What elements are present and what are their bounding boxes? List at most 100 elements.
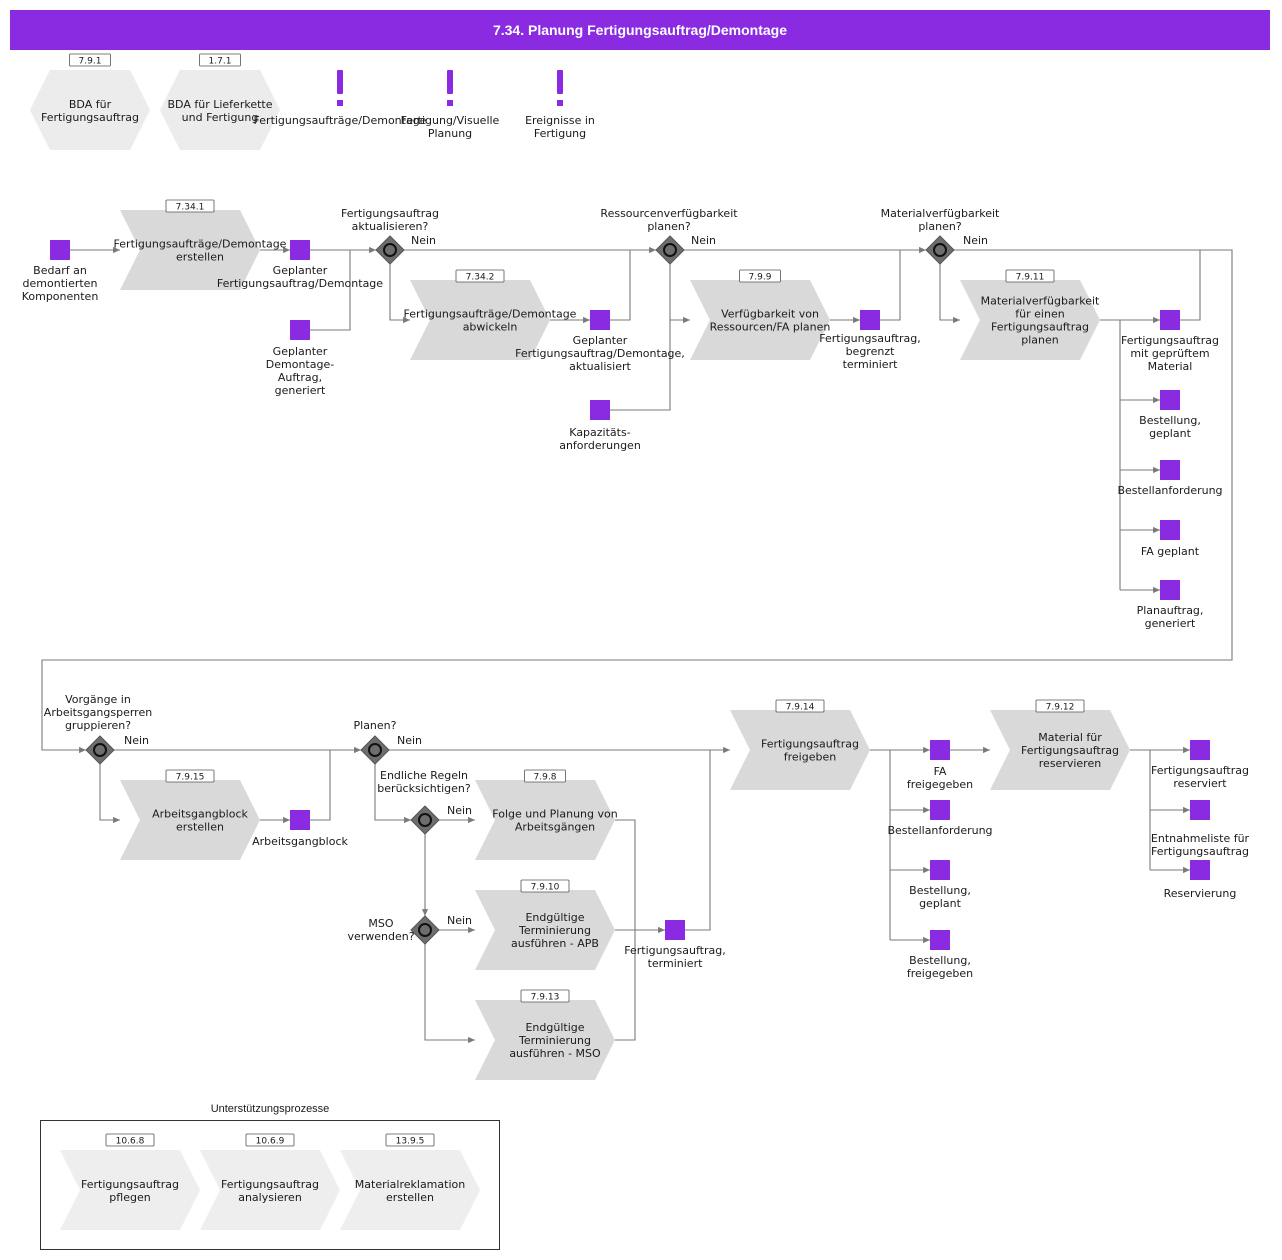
event-e9 bbox=[1160, 460, 1180, 480]
gateway-g6 bbox=[410, 805, 440, 835]
function-materialverfuegbarkeit-planen bbox=[960, 280, 1100, 360]
gateway-g5 bbox=[360, 735, 390, 765]
support-fertigungsauftrag-pflegen-ref-box bbox=[105, 1133, 155, 1147]
function-terminierung-mso-ref-box bbox=[520, 989, 570, 1003]
function-arbeitsgangblock-erstellen-ref-box bbox=[165, 769, 215, 783]
connector bbox=[669, 264, 690, 324]
exclamation-icon-1-bar bbox=[337, 70, 343, 94]
function-material-reservieren bbox=[990, 710, 1130, 790]
gateway-g5-question: Planen? bbox=[354, 719, 397, 732]
support-materialreklamation-erstellen-ref: 13.9.5 bbox=[396, 1137, 425, 1147]
link-bda-fertigungsauftrag bbox=[30, 70, 150, 150]
gateway-g4 bbox=[85, 735, 115, 765]
connector bbox=[685, 750, 711, 931]
function-material-reservieren-ref: 7.9.12 bbox=[1046, 703, 1075, 713]
link-bda-lieferkette-ref-box bbox=[199, 53, 241, 67]
function-fertigungsauftraege-abwickeln-ref: 7.34.2 bbox=[466, 273, 495, 283]
event-e1 bbox=[50, 240, 70, 260]
connector bbox=[374, 764, 411, 824]
connector bbox=[310, 250, 351, 331]
connector bbox=[939, 264, 960, 324]
event-e8-label: Bestellung,geplant bbox=[1139, 414, 1201, 440]
link-bda-fertigungsauftrag-ref: 7.9.1 bbox=[79, 57, 102, 67]
function-fertigungsauftrag-freigeben bbox=[730, 710, 870, 790]
function-material-reservieren-ref-box bbox=[1035, 699, 1085, 713]
gateway-g7-circle bbox=[418, 923, 432, 937]
gateway-g2 bbox=[655, 235, 685, 265]
exclamation-icon-2-dot bbox=[447, 100, 453, 106]
gateway-g4-no-label: Nein bbox=[124, 734, 149, 747]
support-fertigungsauftrag-analysieren-ref-box bbox=[245, 1133, 295, 1147]
event-e15-label: Bestellanforderung bbox=[887, 824, 992, 837]
function-fertigungsauftraege-abwickeln bbox=[410, 280, 550, 360]
gateway-g1-no-label: Nein bbox=[411, 234, 436, 247]
function-fertigungsauftraege-erstellen-ref-box bbox=[165, 199, 215, 213]
exclamation-icon-1-dot bbox=[337, 100, 343, 106]
event-e5 bbox=[590, 400, 610, 420]
gateway-g3-no-label: Nein bbox=[963, 234, 988, 247]
gateway-g1 bbox=[375, 235, 405, 265]
support-fertigungsauftrag-analysieren bbox=[200, 1150, 340, 1230]
function-terminierung-mso bbox=[475, 1000, 615, 1080]
link-bda-fertigungsauftrag-ref-box bbox=[69, 53, 111, 67]
gateway-g5-circle bbox=[368, 743, 382, 757]
support-materialreklamation-erstellen-ref-box bbox=[385, 1133, 435, 1147]
function-arbeitsgangblock-erstellen-ref: 7.9.15 bbox=[176, 773, 205, 783]
event-e17-label: Bestellung,freigegeben bbox=[907, 954, 973, 980]
event-e12 bbox=[290, 810, 310, 830]
connector bbox=[880, 250, 901, 321]
connector bbox=[1180, 250, 1201, 321]
connector bbox=[610, 320, 671, 411]
event-e10-label: FA geplant bbox=[1141, 545, 1200, 558]
event-e7 bbox=[1160, 310, 1180, 330]
event-e20-label: Reservierung bbox=[1164, 887, 1237, 900]
event-e8 bbox=[1160, 390, 1180, 410]
event-e17 bbox=[930, 930, 950, 950]
event-e11-label: Planauftrag,generiert bbox=[1137, 604, 1204, 630]
function-verfuegbarkeit-planen-ref-box bbox=[739, 269, 781, 283]
gateway-g7 bbox=[410, 915, 440, 945]
gateway-g7-no-label: Nein bbox=[447, 914, 472, 927]
gateway-g5-no-label: Nein bbox=[397, 734, 422, 747]
support-materialreklamation-erstellen bbox=[340, 1150, 480, 1230]
event-e9-label: Bestellanforderung bbox=[1117, 484, 1222, 497]
function-materialverfuegbarkeit-planen-ref: 7.9.11 bbox=[1016, 273, 1045, 283]
gateway-g6-no-label: Nein bbox=[447, 804, 472, 817]
function-fertigungsauftraege-abwickeln-ref-box bbox=[455, 269, 505, 283]
gateway-g2-circle bbox=[663, 243, 677, 257]
gateway-g3 bbox=[925, 235, 955, 265]
event-e15 bbox=[930, 800, 950, 820]
connector bbox=[389, 264, 410, 324]
function-fertigungsauftraege-erstellen-ref: 7.34.1 bbox=[176, 203, 205, 213]
function-fertigungsauftrag-freigeben-ref: 7.9.14 bbox=[786, 703, 815, 713]
function-fertigungsauftraege-erstellen bbox=[120, 210, 260, 290]
diagram-title-bar: 7.34. Planung Fertigungsauftrag/Demontag… bbox=[10, 10, 1270, 50]
diagram-title: 7.34. Planung Fertigungsauftrag/Demontag… bbox=[492, 22, 788, 38]
event-e18 bbox=[1190, 740, 1210, 760]
function-fertigungsauftrag-freigeben-ref-box bbox=[775, 699, 825, 713]
function-folge-und-planung-ref-box bbox=[524, 769, 566, 783]
function-folge-und-planung bbox=[475, 780, 615, 860]
